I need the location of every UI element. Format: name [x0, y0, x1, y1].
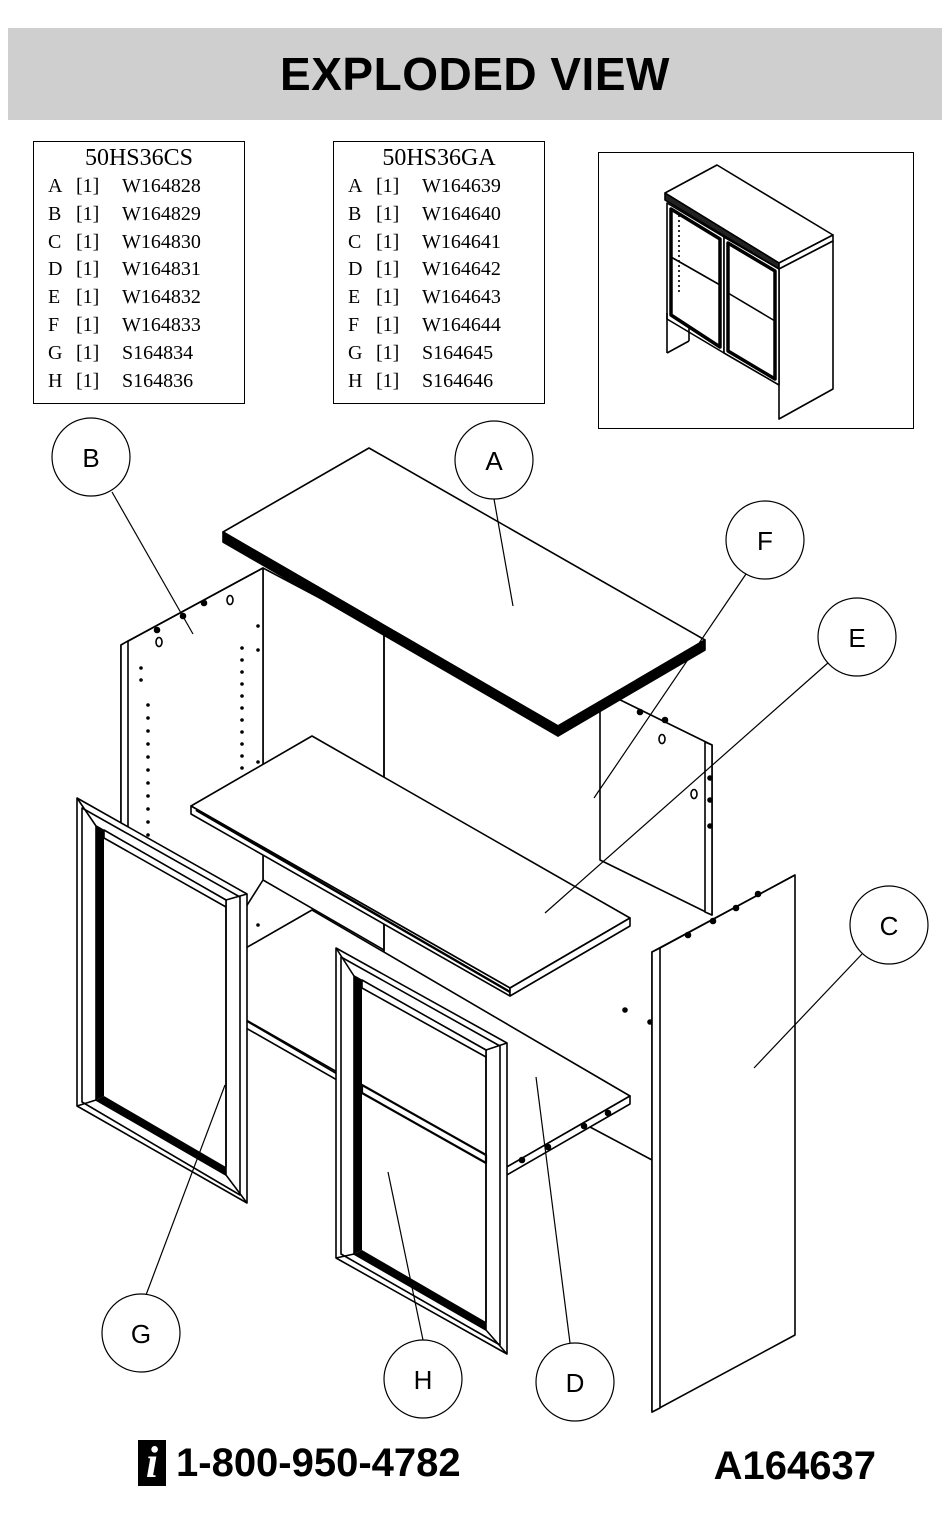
- document-code: A164637: [714, 1440, 876, 1492]
- support-phone: i 1-800-950-4782: [138, 1440, 461, 1486]
- phone-number: 1-800-950-4782: [176, 1441, 461, 1486]
- info-icon: i: [138, 1440, 166, 1486]
- callout-e-label: E: [848, 623, 865, 653]
- callout-b-label: B: [82, 443, 99, 473]
- part-c-right-side-panel: [652, 875, 795, 1412]
- callout-h-label: H: [414, 1365, 433, 1395]
- callout-a-label: A: [485, 446, 503, 476]
- callout-c-label: C: [880, 911, 899, 941]
- callout-f-label: F: [757, 526, 773, 556]
- callout-g-label: G: [131, 1319, 151, 1349]
- callout-d-label: D: [566, 1368, 585, 1398]
